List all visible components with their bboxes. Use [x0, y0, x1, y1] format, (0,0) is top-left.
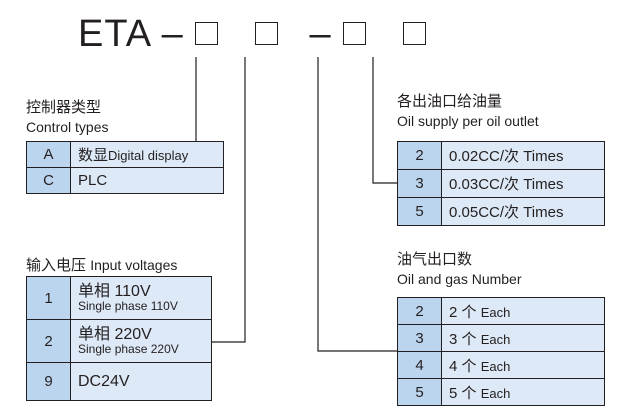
- outlets-key: 3: [397, 324, 442, 352]
- outlets-key: 5: [397, 378, 442, 406]
- control-value-en: Digital display: [108, 148, 189, 163]
- connector-outlets: [317, 57, 397, 352]
- connector-voltage: [211, 57, 246, 343]
- code-box-1: [195, 22, 219, 46]
- outlets-row: 2 2 个 Each: [397, 297, 605, 325]
- oil-supply-value: 0.03CC/次 Times: [441, 169, 605, 198]
- oil-supply-table: 2 0.02CC/次 Times 3 0.03CC/次 Times 5 0.05…: [397, 141, 605, 226]
- control-table: A 数显Digital display C PLC: [26, 141, 224, 194]
- dash-1: –: [161, 13, 184, 55]
- outlets-num: 4: [449, 357, 458, 375]
- outlets-unit-en: Each: [480, 358, 511, 374]
- outlets-row: 4 4 个 Each: [397, 351, 605, 379]
- outlets-unit-en: Each: [480, 331, 511, 347]
- control-value-en: PLC: [78, 172, 108, 189]
- oil-supply-row: 3 0.03CC/次 Times: [397, 169, 605, 198]
- voltage-title-en: Input voltages: [90, 257, 178, 273]
- outlets-title-en: Oil and gas Number: [397, 271, 522, 287]
- outlets-value: 2 个 Each: [441, 297, 605, 325]
- voltage-sub: Single phase 220V: [78, 342, 179, 356]
- oil-supply-title-cn: 各出油口给油量: [397, 93, 503, 110]
- voltage-key: 9: [26, 362, 71, 401]
- oil-supply-value: 0.02CC/次 Times: [441, 141, 605, 170]
- outlets-key: 4: [397, 351, 442, 379]
- outlets-num: 2: [449, 303, 458, 321]
- code-box-3: [343, 22, 367, 46]
- voltage-key: 2: [26, 319, 71, 363]
- control-key: A: [26, 141, 71, 168]
- outlets-row: 3 3 个 Each: [397, 324, 605, 352]
- control-title-en: Control types: [26, 119, 109, 135]
- outlets-title-cn: 油气出口数: [397, 251, 473, 268]
- outlets-unit-cn: 个: [461, 303, 477, 321]
- model-prefix: ETA: [78, 13, 150, 55]
- outlets-unit-en: Each: [480, 385, 511, 401]
- outlets-unit-cn: 个: [461, 357, 477, 375]
- outlets-table: 2 2 个 Each 3 3 个 Each 4 4 个 Each 5 5 个 E…: [397, 297, 605, 406]
- voltage-main: 单相 110V: [78, 283, 151, 300]
- code-box-4: [403, 22, 427, 46]
- voltage-title-cn: 输入电压: [26, 257, 87, 274]
- voltage-row: 9 DC24V: [26, 362, 212, 401]
- connector-control: [195, 57, 224, 144]
- oil-supply-key: 3: [397, 169, 442, 198]
- model-code-title: ETA – –: [78, 13, 427, 55]
- connector-oil-supply: [372, 57, 397, 184]
- oil-supply-key: 5: [397, 197, 442, 226]
- code-box-2: [255, 22, 279, 46]
- voltage-sub: Single phase 110V: [78, 299, 178, 313]
- control-title-cn: 控制器类型: [26, 99, 102, 116]
- control-row: C PLC: [26, 167, 224, 194]
- voltage-title: 输入电压 Input voltages: [26, 256, 177, 275]
- voltage-key: 1: [26, 276, 71, 320]
- outlets-num: 3: [449, 330, 458, 348]
- control-row: A 数显Digital display: [26, 141, 224, 168]
- outlets-value: 4 个 Each: [441, 351, 605, 379]
- voltage-value: DC24V: [70, 362, 212, 401]
- voltage-main: 单相 220V: [78, 326, 152, 343]
- control-value: PLC: [70, 167, 224, 194]
- outlets-unit-cn: 个: [461, 384, 477, 402]
- oil-supply-row: 5 0.05CC/次 Times: [397, 197, 605, 226]
- control-value-cn: 数显: [78, 147, 109, 164]
- voltage-main: DC24V: [78, 373, 130, 390]
- control-key: C: [26, 167, 71, 194]
- oil-supply-row: 2 0.02CC/次 Times: [397, 141, 605, 170]
- outlets-value: 5 个 Each: [441, 378, 605, 406]
- outlets-unit-cn: 个: [461, 330, 477, 348]
- oil-supply-key: 2: [397, 141, 442, 170]
- oil-supply-title-en: Oil supply per oil outlet: [397, 113, 539, 129]
- outlets-row: 5 5 个 Each: [397, 378, 605, 406]
- outlets-unit-en: Each: [480, 304, 511, 320]
- outlets-key: 2: [397, 297, 442, 325]
- outlets-num: 5: [449, 384, 458, 402]
- control-value: 数显Digital display: [70, 141, 224, 168]
- dash-2: –: [309, 13, 332, 55]
- oil-supply-value: 0.05CC/次 Times: [441, 197, 605, 226]
- outlets-value: 3 个 Each: [441, 324, 605, 352]
